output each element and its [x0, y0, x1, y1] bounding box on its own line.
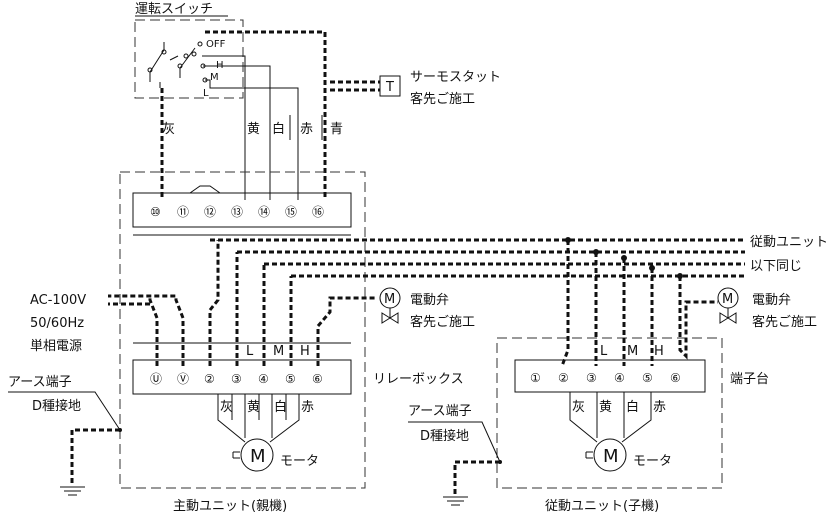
terminal-2: ② [204, 372, 215, 386]
slave-terminal-1: ① [530, 371, 541, 385]
main-unit: ⑩ ⑪ ⑫ ⑬ ⑭ ⑮ ⑯ Ⓤ Ⓥ ② ③ ④ ⑤ ⑥ L M H リレーボック… [119, 171, 464, 514]
slave-unit-caption: 従動ユニット(子機) [545, 499, 659, 514]
wire-label-red-top: 赤 [300, 122, 313, 137]
slave-valve-symbol: M [722, 292, 733, 307]
slave-terminal-4: ④ [614, 371, 625, 385]
terminal-16: ⑯ [312, 205, 324, 219]
main-motor-symbol: M [250, 446, 266, 467]
slave-unit: ① ② ③ ④ ⑤ ⑥ L M H 端子台 従動ユニット(子機) 灰 黄 白 赤… [496, 337, 769, 514]
wire-label-white-main: 白 [274, 399, 287, 415]
slave-earth-terminal: アース端子 [408, 404, 472, 419]
terminal-12: ⑫ [204, 205, 216, 219]
wire-label-yellow-slave: 黄 [599, 400, 612, 415]
switch-off-label: OFF [206, 39, 226, 50]
main-unit-caption: 主動ユニット(親機) [173, 499, 287, 514]
main-motor-label: モータ [280, 454, 319, 469]
slave-valve: M 電動弁 客先ご施工 [717, 287, 817, 330]
thermostat-note: 客先ご施工 [410, 91, 475, 107]
slave-terminal-2: ② [558, 371, 569, 385]
main-valve-note: 客先ご施工 [410, 314, 475, 330]
operation-switch: 運転スイッチ OFF H M L [134, 2, 299, 200]
main-valve-symbol: M [384, 292, 395, 307]
slave-valve-note: 客先ご施工 [752, 314, 817, 330]
main-speed-m: M [273, 344, 284, 359]
terminal-13: ⑬ [231, 205, 243, 219]
wire-label-gray-top: 灰 [162, 122, 175, 137]
slave-note-line1: 従動ユニット [750, 235, 828, 250]
wire-label-yellow-main: 黄 [247, 400, 260, 415]
main-earth: アース端子 D種接地 [8, 375, 122, 496]
thermostat-name: サーモスタット [410, 70, 501, 85]
wire-label-gray-slave: 灰 [572, 400, 585, 415]
slave-valve-name: 電動弁 [752, 293, 791, 308]
slave-terminal-6: ⑥ [670, 371, 681, 385]
terminal-15: ⑮ [285, 205, 297, 219]
slave-speed-l: L [600, 344, 608, 359]
terminal-5: ⑤ [285, 372, 296, 386]
wire-label-red-slave: 赤 [653, 400, 666, 415]
switch-title: 運転スイッチ [135, 2, 213, 17]
terminal-10: ⑩ [150, 205, 161, 219]
slave-earth-ground: D種接地 [420, 428, 469, 444]
slave-speed-h: H [654, 344, 664, 359]
main-earth-terminal: アース端子 [8, 375, 72, 390]
main-speed-l: L [246, 344, 254, 359]
power-freq: 50/60Hz [30, 316, 84, 331]
power-phase: 単相電源 [30, 338, 82, 354]
switch-l-label: L [203, 88, 209, 99]
terminal-14: ⑭ [258, 205, 270, 219]
switch-h-label: H [216, 60, 224, 71]
terminal-4: ④ [258, 372, 269, 386]
wire-label-gray-main: 灰 [220, 400, 233, 415]
wire-label-blue-top: 青 [330, 122, 343, 137]
slave-earth: アース端子 D種接地 [408, 404, 502, 506]
wire-label-yellow-top: 黄 [247, 122, 260, 137]
relay-box-label: リレーボックス [373, 372, 464, 387]
slave-terminal-5: ⑤ [642, 371, 653, 385]
thermostat-symbol: T [385, 80, 394, 95]
slave-terminal-3: ③ [586, 371, 597, 385]
terminal-block-label: 端子台 [730, 372, 769, 387]
slave-motor-label: モータ [633, 454, 672, 469]
terminal-11: ⑪ [177, 205, 189, 219]
power-source: AC-100V 50/60Hz 単相電源 [30, 293, 86, 354]
switch-m-label: M [210, 72, 219, 83]
terminal-v: Ⓥ [177, 372, 189, 386]
slave-motor-symbol: M [603, 446, 619, 467]
wire-label-white-slave: 白 [626, 399, 639, 415]
terminal-u: Ⓤ [150, 372, 162, 386]
slave-note-line2: 以下同じ [750, 259, 802, 274]
main-earth-ground: D種接地 [32, 398, 81, 414]
main-valve: M 電動弁 客先ご施工 [379, 287, 475, 330]
wire-label-red-main: 赤 [301, 400, 314, 415]
slave-note: 従動ユニット 以下同じ [750, 235, 828, 274]
power-voltage: AC-100V [30, 293, 86, 308]
terminal-3: ③ [231, 372, 242, 386]
terminal-6: ⑥ [312, 372, 323, 386]
slave-speed-m: M [627, 344, 638, 359]
thermostat: T サーモスタット 客先ご施工 [379, 70, 501, 107]
wire-label-white-top: 白 [272, 121, 285, 137]
main-valve-name: 電動弁 [410, 293, 449, 308]
main-speed-h: H [300, 344, 310, 359]
